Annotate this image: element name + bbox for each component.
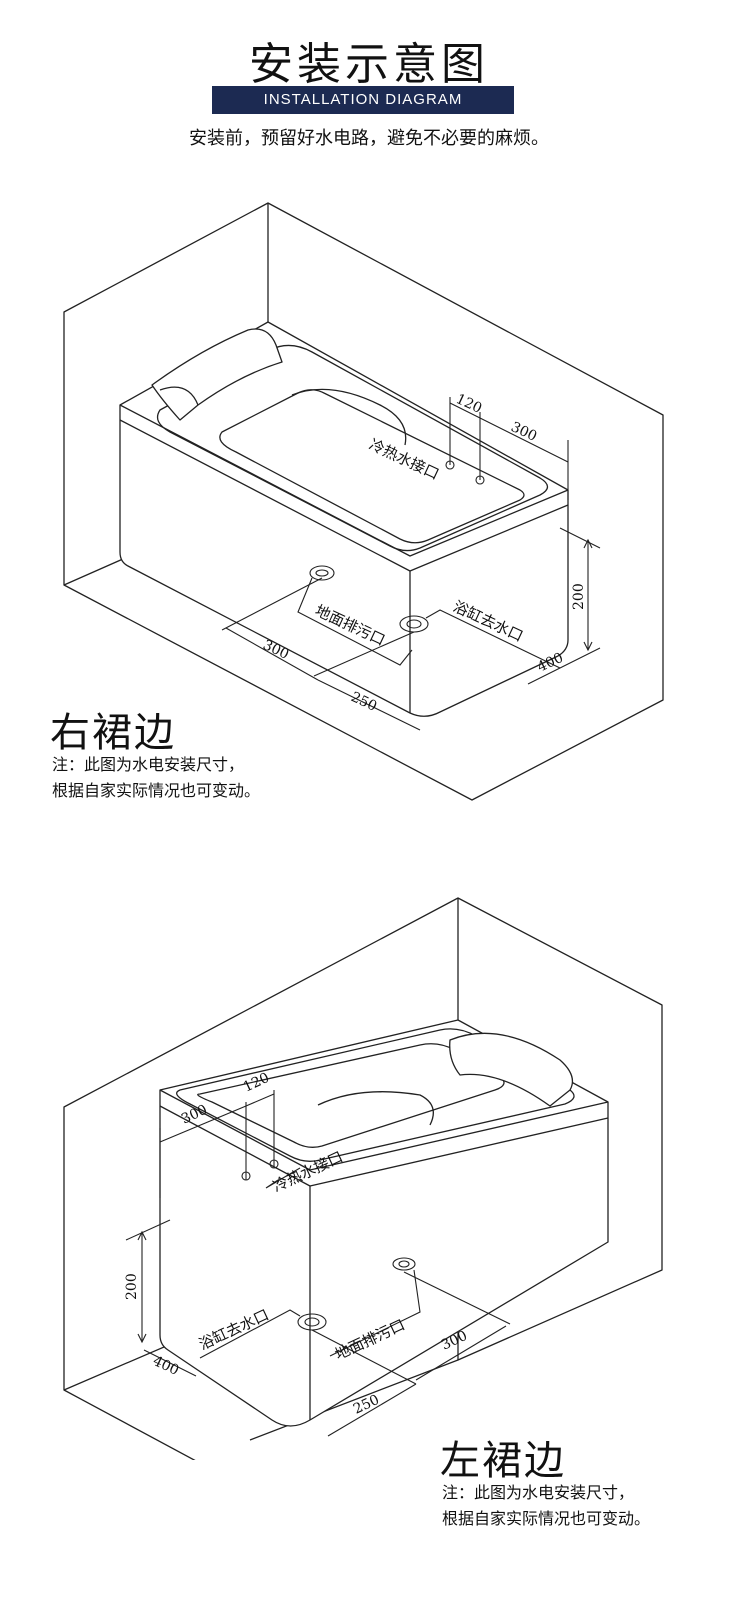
- dim-line-120: [245, 1093, 275, 1107]
- floor-drain-leader: [297, 577, 413, 666]
- floor-drain-inner: [315, 569, 329, 577]
- dim-label-200: 200: [571, 583, 587, 610]
- arrow-200-up: [583, 538, 593, 549]
- left-skirt-note-line1: 注：此图为水电安装尺寸，: [442, 1483, 635, 1502]
- arrow-200-up: [137, 1230, 147, 1241]
- right-skirt-heading: 右裙边: [50, 710, 176, 756]
- dim-label-400: 400: [150, 1353, 181, 1379]
- pillow-shape: [449, 1032, 574, 1107]
- banner-label: INSTALLATION DIAGRAM: [212, 86, 514, 114]
- dim-line-300-top: [479, 417, 569, 463]
- dim-line-300-bottom: [225, 627, 319, 681]
- dim-ext-200-top: [559, 527, 601, 549]
- left-skirt-diagram: 120 300 冷热水接口 200 浴缸去水口 地面排污口 300 400 25…: [0, 880, 738, 1460]
- tub-basin: [197, 1043, 505, 1148]
- right-skirt-note-line1: 注：此图为水电安装尺寸，: [52, 755, 245, 774]
- left-skirt-note: 注：此图为水电安装尺寸， 根据自家实际情况也可变动。: [442, 1480, 650, 1532]
- left-skirt-note-line2: 根据自家实际情况也可变动。: [442, 1509, 651, 1528]
- right-skirt-drawing: 120 300 冷热水接口 200 地面排污口 浴缸去水口 300 250 40…: [63, 202, 664, 801]
- tub-drain-leader: [199, 1309, 301, 1359]
- tub-rim-inner: [176, 1028, 575, 1162]
- dim-ext-300-right: [403, 1271, 511, 1325]
- dim-label-300-top: 300: [508, 419, 539, 445]
- tub-drain-inner: [304, 1317, 320, 1327]
- dim-label-200: 200: [124, 1273, 140, 1300]
- dim-ext-200-top: [125, 1219, 171, 1241]
- right-skirt-note: 注：此图为水电安装尺寸， 根据自家实际情况也可变动。: [52, 752, 260, 804]
- dim-ext-300-left: [221, 577, 323, 631]
- arrow-200-down: [137, 1333, 147, 1344]
- armrest-curve: [317, 1091, 434, 1126]
- inlet-hole-2: [269, 1159, 279, 1169]
- left-skirt-heading: 左裙边: [440, 1438, 566, 1484]
- dim-line-250: [317, 679, 421, 731]
- dim-line-300-bottom: [415, 1325, 507, 1381]
- dim-ext-250: [313, 631, 415, 677]
- dim-line-120: [449, 402, 481, 419]
- dim-line-300-top: [159, 1105, 247, 1143]
- hot-cold-leader: [265, 1167, 301, 1189]
- page-subtitle: 安装前，预留好水电路，避免不必要的麻烦。: [189, 128, 549, 149]
- dim-ext-250: [311, 1329, 417, 1385]
- floor-drain-symbol: [309, 565, 335, 581]
- inlet-hole-2: [475, 475, 485, 485]
- tub-drain-inner: [406, 619, 422, 629]
- tub-rim-front: [159, 1089, 609, 1171]
- floor-drain-inner: [398, 1260, 410, 1268]
- pillow-shape: [151, 328, 283, 421]
- right-skirt-diagram: 120 300 冷热水接口 200 地面排污口 浴缸去水口 300 250 40…: [63, 202, 664, 801]
- dim-line-250: [327, 1383, 417, 1437]
- dim-line-400: [527, 647, 601, 685]
- tub-rim-inner: [156, 344, 549, 552]
- tub-drain-leader: [425, 609, 561, 669]
- dim-line-400: [143, 1349, 197, 1377]
- floor-drain-leader: [329, 1269, 421, 1357]
- page-title: 安装示意图: [249, 39, 489, 90]
- pillow-fold: [159, 386, 199, 406]
- armrest-curve: [291, 388, 407, 446]
- left-skirt-drawing: 120 300 冷热水接口 200 浴缸去水口 地面排污口 300 400 25…: [63, 897, 663, 1460]
- arrow-200-down: [583, 641, 593, 652]
- tub-basin: [219, 389, 525, 544]
- tub-rim-front: [119, 404, 569, 557]
- floor-drain-symbol: [392, 1257, 416, 1271]
- right-skirt-note-line2: 根据自家实际情况也可变动。: [52, 781, 261, 800]
- tub-body: [159, 1019, 609, 1427]
- inlet-hole-1: [241, 1171, 251, 1181]
- room-outline-left: [63, 897, 459, 1460]
- room-outline: [63, 202, 664, 801]
- inlet-hole-1: [445, 460, 455, 470]
